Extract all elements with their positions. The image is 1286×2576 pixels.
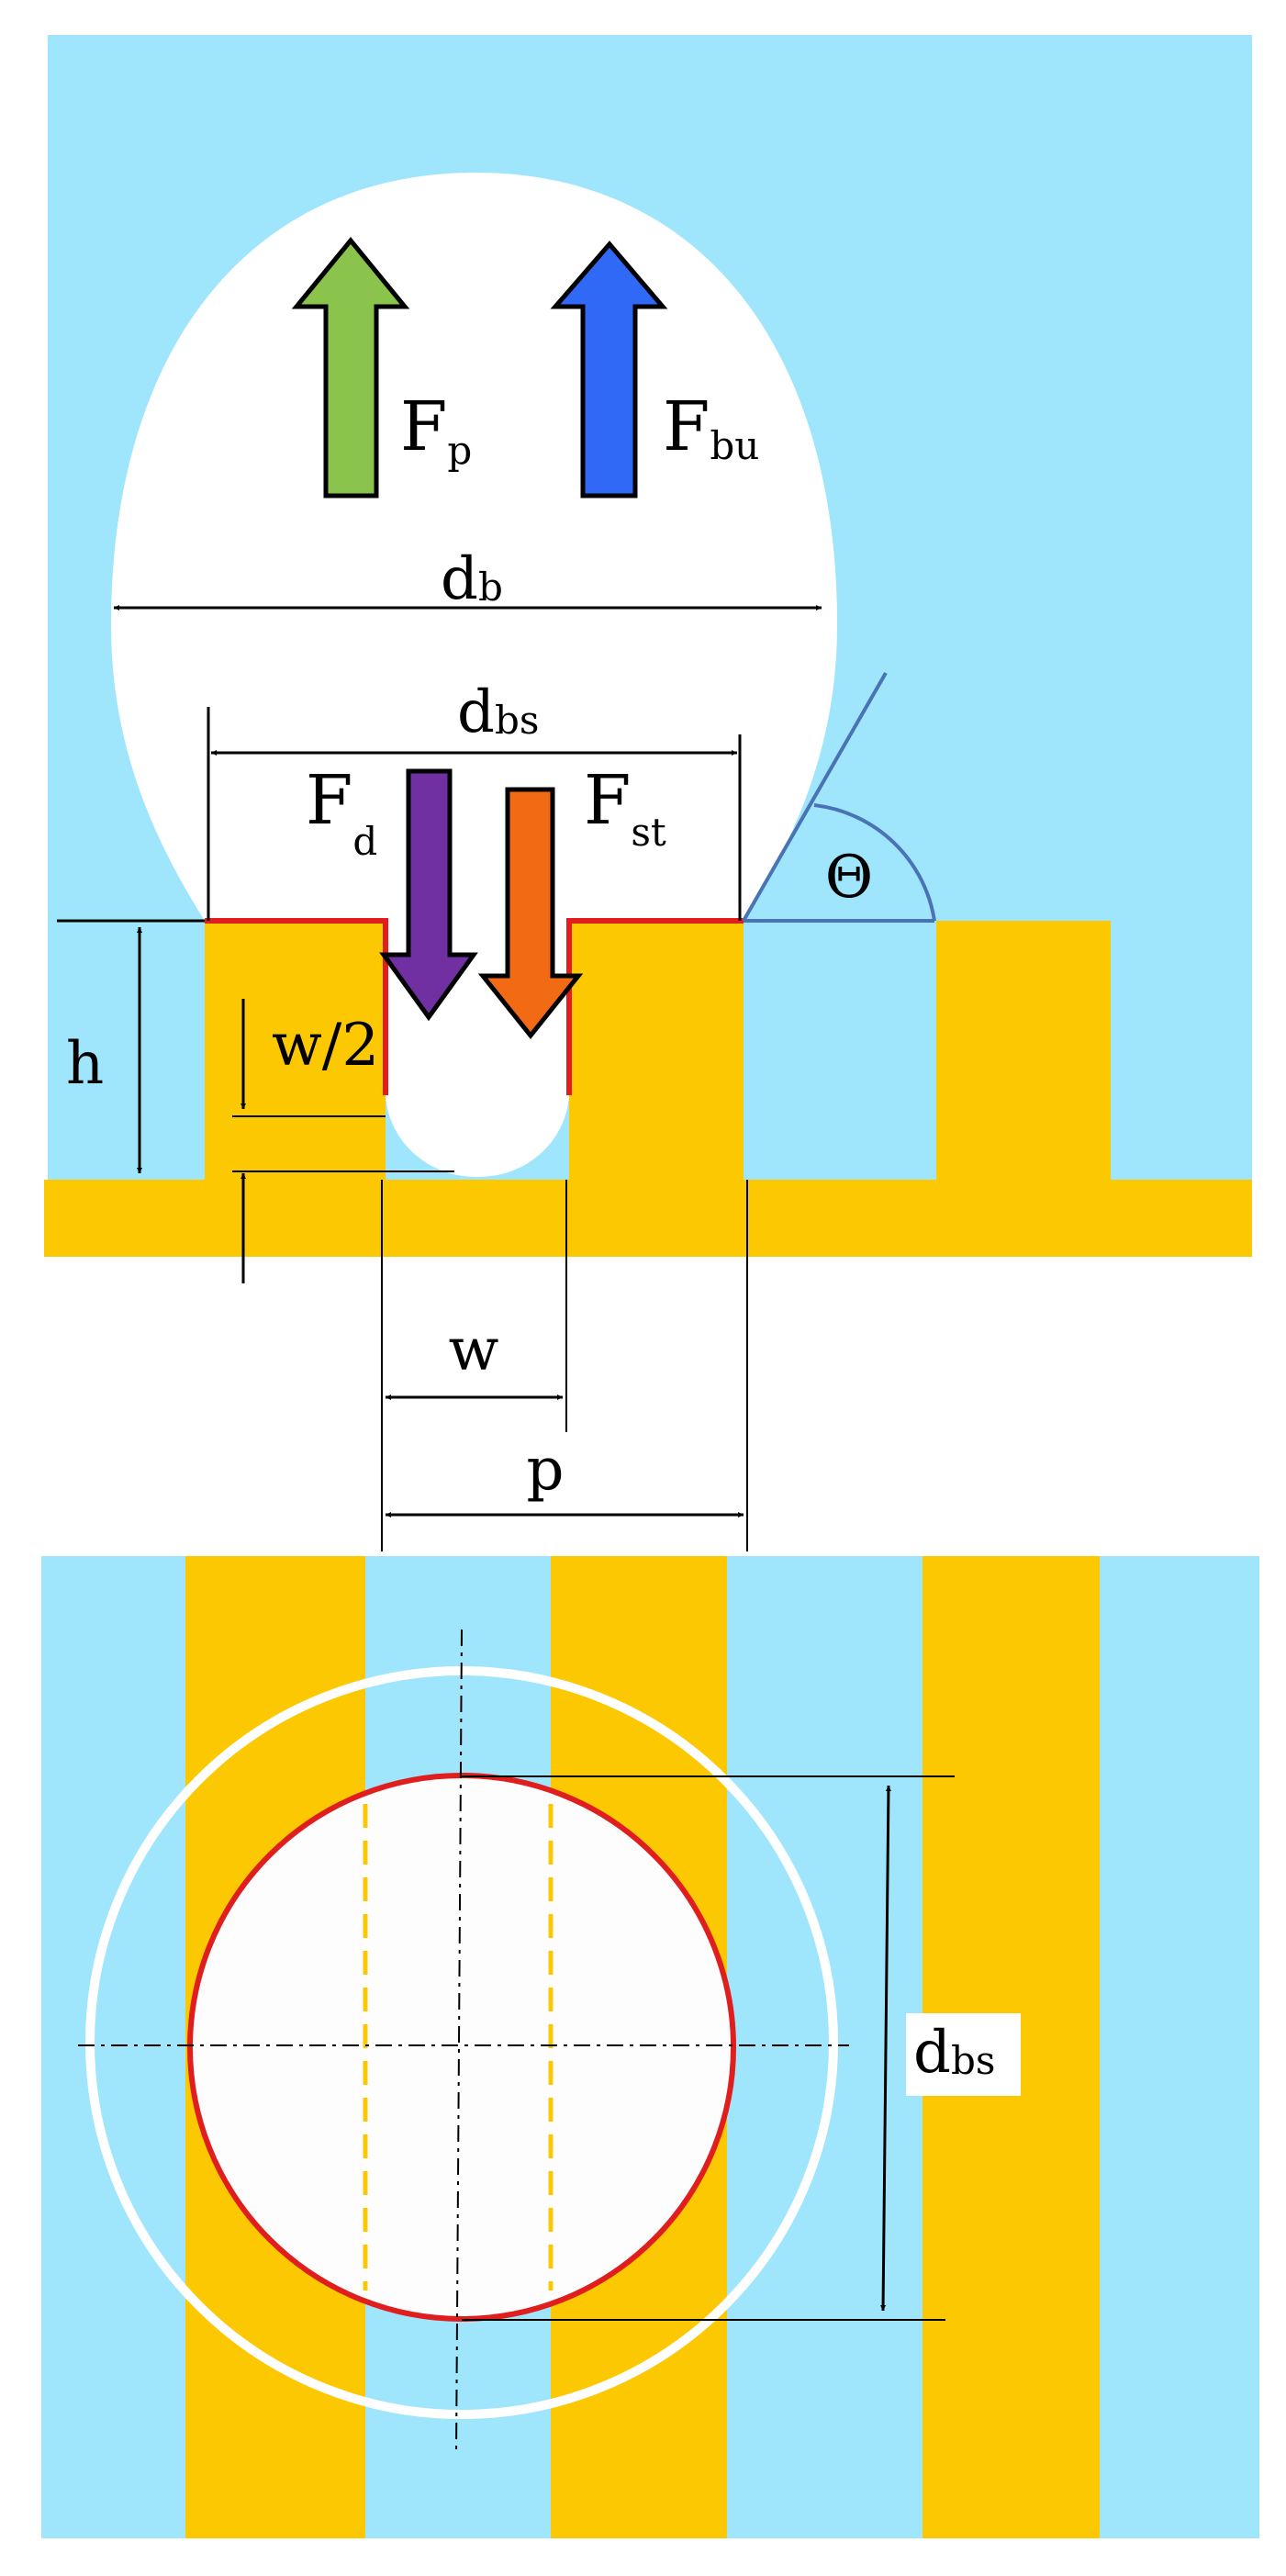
drag-force-arrow xyxy=(379,768,478,1022)
half-width-label: w/2 xyxy=(272,1012,379,1080)
fin-2 xyxy=(569,921,744,1180)
base-diameter-label-top: dbs xyxy=(913,2019,995,2087)
base-diameter-dimension-top xyxy=(880,1785,891,2312)
side-view: Θ Fp Fbu Fd Fst db dbs h xyxy=(44,35,1252,1551)
buoyancy-force-arrow xyxy=(550,241,668,498)
drag-force-label: Fd xyxy=(306,761,377,864)
pitch-dimension: p xyxy=(386,1180,748,1551)
label-backdrop xyxy=(906,2013,1021,2096)
top-view: dbs xyxy=(41,1556,1259,2538)
contact-angle-marker: Θ xyxy=(742,672,936,923)
fin-1 xyxy=(205,921,386,1180)
contact-angle-label: Θ xyxy=(825,844,873,912)
bubble-diameter-dimension: db xyxy=(114,545,822,613)
bubble xyxy=(111,173,837,921)
bubble-diameter-label: db xyxy=(441,545,503,613)
groove-width-label: w xyxy=(449,1316,499,1384)
base-diameter-dimension: dbs xyxy=(207,678,742,921)
buoyancy-force-label: Fbu xyxy=(663,387,759,468)
fin-3 xyxy=(936,921,1111,1180)
base-contact-circle xyxy=(187,1773,736,2322)
pressure-force-label: Fp xyxy=(400,387,472,473)
surface-tension-force-arrow xyxy=(477,787,584,1040)
pitch-label: p xyxy=(527,1436,565,1504)
centerline-vertical xyxy=(455,1629,463,2457)
contact-lines xyxy=(205,918,744,1095)
pressure-force-arrow xyxy=(291,237,410,498)
surface-tension-force-label: Fst xyxy=(584,761,666,855)
fin-height-dimension: h xyxy=(57,919,205,1173)
substrate-base xyxy=(44,1180,1252,1257)
fin-height-label: h xyxy=(66,1030,104,1098)
half-width-dimension: w/2 xyxy=(232,999,454,1283)
groove-width-dimension: w xyxy=(381,1180,567,1551)
base-diameter-label: dbs xyxy=(457,678,539,746)
